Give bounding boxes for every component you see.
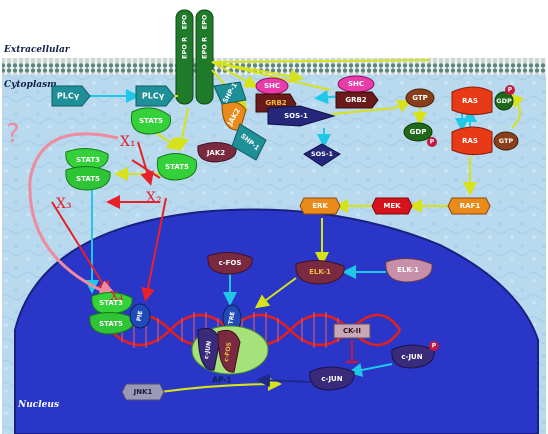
cytoplasm-label: Cytoplasm [4,80,57,90]
nucleus-label: Nucleus [17,400,59,410]
sos1-node-b: SOS-1 [303,143,341,167]
cfos-node: c-FOS [207,252,253,275]
svg-text:SHC: SHC [264,82,280,90]
x2-label: X₂ [146,190,162,206]
svg-text:SOS-1: SOS-1 [311,150,334,158]
elk1-node-nuclear: ELK-1 [295,260,345,285]
pie-element: PIE [129,303,151,329]
ap1-cfos-label: c-FOS [223,342,233,362]
shc-node-b: SHC [337,75,375,93]
stat5-node-top: STAT5 [130,107,172,135]
svg-text:CK-II: CK-II [343,327,361,335]
grb2-node-b: GRB2 [335,91,379,109]
plc-gamma-node-b: PLCγ [135,85,175,107]
x3-label: X₃ [56,196,72,212]
cjun-node: c-JUN [309,366,355,391]
svg-text:PLCγ: PLCγ [57,92,80,101]
svg-text:RAS: RAS [462,137,478,145]
sos1-node-a: SOS-1 [267,105,336,127]
svg-text:P: P [430,139,435,146]
svg-text:SOS-1: SOS-1 [284,112,308,120]
svg-text:MEK: MEK [383,202,401,210]
plc-gamma-node-a: PLCγ [51,85,91,107]
ras-phosphate-label: P [508,87,513,94]
svg-text:GTP: GTP [412,94,428,102]
epor-right-label: EPO R [201,37,209,59]
stat3-label: STAT3 [76,156,100,164]
svg-text:JNK1: JNK1 [133,388,153,396]
svg-text:RAF1: RAF1 [460,202,481,210]
svg-text:SHC: SHC [348,80,364,88]
gdp-phosphate-badge: P [427,137,437,147]
svg-text:c-JUN: c-JUN [321,375,342,383]
shc-node-a: SHC [255,77,289,95]
epo-left-label: EPO [181,14,189,29]
elk1-node-right: ELK-1 [385,258,433,283]
ras-gdp-node: RAS GDP P [451,85,515,116]
shp1-node-receptor: SHP-1 [213,81,247,105]
svg-text:PLCγ: PLCγ [142,92,165,101]
svg-text:ELK-1: ELK-1 [397,266,419,274]
cjun-phospho-node: c-JUN P [391,341,439,369]
svg-text:GRB2: GRB2 [345,96,366,104]
stat-dimer-nuclear: STAT3 STAT5 [89,292,135,335]
x1-label: X₁ [120,134,136,150]
ras-gtp-label: GTP [499,137,514,145]
svg-text:STAT5: STAT5 [139,117,163,125]
stat5-nuclear-label: STAT5 [99,320,123,328]
stat3-nuclear-label: STAT3 [99,299,123,307]
svg-text:JAK2: JAK2 [206,149,225,157]
svg-text:c-JUN: c-JUN [401,353,422,361]
jak2-node-lower: JAK2 [197,142,237,163]
svg-text:ELK-1: ELK-1 [309,268,331,276]
stat3-stat5-dimer-cytoplasm: STAT3 STAT5 [65,148,111,191]
svg-text:c-FOS: c-FOS [219,259,242,267]
tre-element: TRE [222,304,242,332]
stat5-node-mid: STAT5 [156,153,198,181]
jnk1-node: JNK1 [121,383,165,401]
svg-text:RAS: RAS [462,97,478,105]
extracellular-label: Extracellular [3,45,71,55]
question-mark: ? [6,119,20,149]
svg-text:TRE: TRE [227,311,236,325]
ras-gdp-label: GDP [496,97,512,105]
gtp-node: GTP [405,88,435,108]
ap1-cjun-label: c-JUN [203,340,213,359]
cell-membrane [2,58,546,75]
svg-text:ERK: ERK [312,202,328,210]
epo-right-label: EPO [201,14,209,29]
x4-label: X₄ [110,289,124,303]
extracellular-region [2,0,546,58]
raf1-node: RAF1 [447,197,491,215]
epor-left-label: EPO R [181,37,189,59]
svg-text:STAT5: STAT5 [165,163,189,171]
ras-gtp-node: RAS GTP [451,126,519,156]
erk-node: ERK [299,197,341,215]
mek-node: MEK [371,197,413,215]
stat5-label: STAT5 [76,175,100,183]
ap1-complex: c-JUN c-FOS AP-1 [191,325,269,385]
svg-text:PIE: PIE [136,310,145,322]
gdp-node: GDP [403,122,433,142]
ck2-node: CK-II [333,323,371,339]
epo-receptor-dimer: EPO EPO R EPO EPO R [175,9,214,105]
ap1-label: AP-1 [212,376,232,385]
cjun-phosphate-label: P [432,343,437,350]
shp1-node-lower: SHP-1 [231,123,267,161]
svg-text:GDP: GDP [410,128,427,136]
svg-text:GRB2: GRB2 [265,99,286,107]
